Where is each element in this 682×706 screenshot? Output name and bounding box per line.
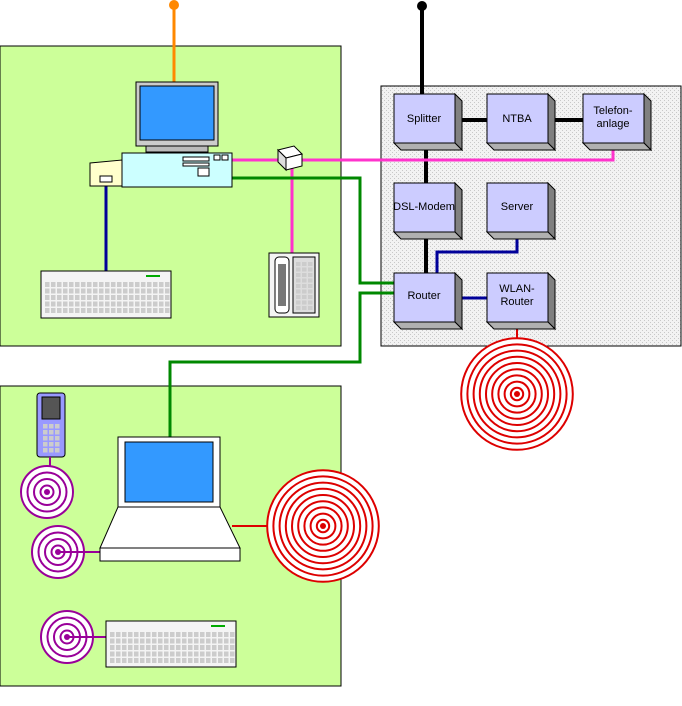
- dsl-line-end: [417, 1, 427, 11]
- keyboard-icon: [40, 270, 172, 319]
- connector-box-icon: [277, 145, 303, 172]
- telefonanlage-box: Telefon- anlage: [581, 92, 653, 152]
- wlan-label-line1: WLAN-: [499, 283, 535, 295]
- keyboard-icon: [105, 620, 237, 668]
- wlan-waves-icon: [266, 469, 380, 583]
- server-box: Server: [485, 181, 557, 241]
- server-label: Server: [501, 201, 534, 213]
- wlan-waves-icon: [460, 337, 574, 451]
- wlan-label-line2: Router: [500, 296, 533, 308]
- splitter-box: Splitter: [392, 92, 464, 152]
- telefon-label-line2: anlage: [596, 118, 629, 130]
- bluetooth-waves-icon: [20, 465, 74, 519]
- orange-cable-end: [169, 0, 179, 10]
- dsl-modem-label: DSL-Modem: [393, 201, 455, 213]
- dsl-modem-box: DSL-Modem: [392, 181, 464, 241]
- laptop-icon: [99, 436, 241, 562]
- router-label: Router: [407, 290, 440, 302]
- wlan-router-box: WLAN- Router: [485, 271, 557, 331]
- lan-cable-pc: [230, 176, 395, 285]
- splitter-label: Splitter: [407, 113, 442, 125]
- mobile-phone-icon: [36, 392, 66, 458]
- telephone-icon: [268, 252, 320, 318]
- router-box: Router: [392, 271, 464, 331]
- lan-cable-laptop: [168, 291, 395, 438]
- ntba-label: NTBA: [502, 113, 532, 125]
- server-router-cable: [435, 232, 519, 276]
- desktop-pc-icon: [89, 81, 233, 188]
- telefon-label-line1: Telefon-: [593, 105, 632, 117]
- ntba-box: NTBA: [485, 92, 557, 152]
